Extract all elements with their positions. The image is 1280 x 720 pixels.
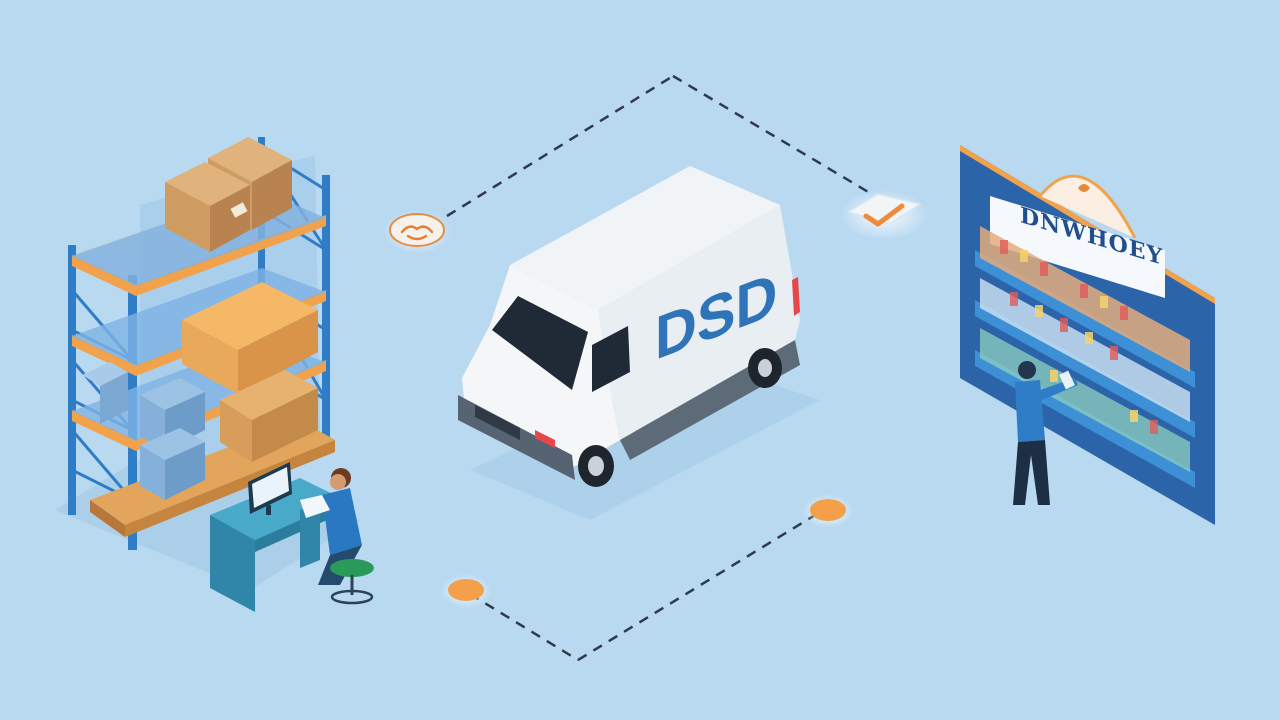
route-node-icon xyxy=(448,579,484,601)
handshake-node xyxy=(383,210,451,254)
box-stack-middle xyxy=(182,282,318,394)
route-node-bottom-right xyxy=(802,494,854,528)
store-worker-figure xyxy=(1013,361,1078,505)
route-node-bottom-left xyxy=(440,574,492,608)
box-stack-lower xyxy=(220,370,318,462)
inventory-bins xyxy=(82,362,205,500)
handshake-icon xyxy=(400,225,434,241)
monitor-icon xyxy=(248,462,292,515)
route-line-top-right xyxy=(672,74,871,195)
route-node-icon xyxy=(810,499,846,521)
worker-figure xyxy=(300,468,374,605)
route-line-bottom-right xyxy=(577,510,821,662)
store-shelf-icon: DNWHOEY xyxy=(960,145,1215,525)
route-line-top-left xyxy=(446,74,674,218)
checkmark-node xyxy=(840,190,928,240)
desk-worker xyxy=(210,462,374,612)
box-stack-top xyxy=(165,137,292,252)
delivery-van-icon: DSD xyxy=(458,166,820,520)
warehouse xyxy=(55,137,374,612)
route-line-bottom-left xyxy=(469,592,579,662)
route-path xyxy=(446,74,871,662)
checkmark-icon xyxy=(863,203,905,227)
